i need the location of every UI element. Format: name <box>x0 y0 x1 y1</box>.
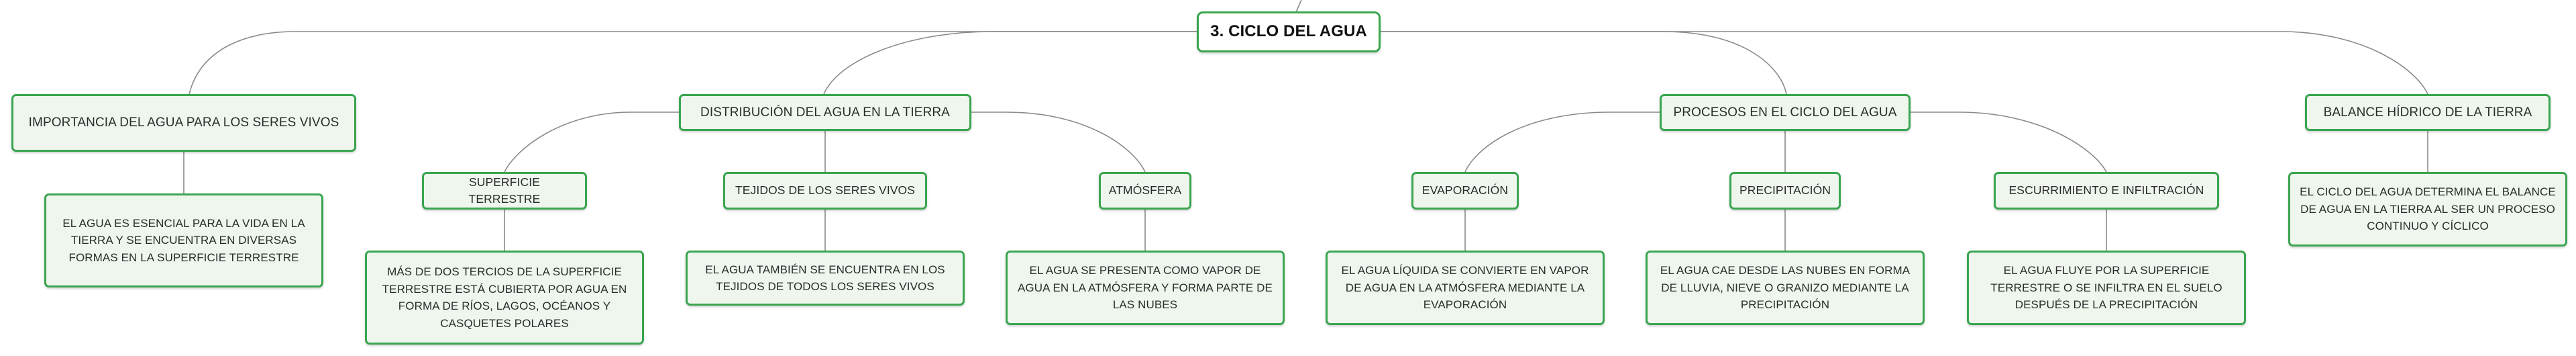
subtopic-evaporacion[interactable]: EVAPORACIÓN <box>1411 172 1519 210</box>
desc-evaporacion[interactable]: EL AGUA LÍQUIDA SE CONVIERTE EN VAPOR DE… <box>1326 251 1605 325</box>
subtopic-tejidos-seres-vivos[interactable]: TEJIDOS DE LOS SERES VIVOS <box>723 172 927 210</box>
subtopic-superficie-terrestre[interactable]: SUPERFICIE TERRESTRE <box>422 172 587 210</box>
connector-root-balance <box>1381 31 2428 95</box>
topic-importancia-agua[interactable]: IMPORTANCIA DEL AGUA PARA LOS SERES VIVO… <box>11 94 356 152</box>
root-topic[interactable]: 3. CICLO DEL AGUA <box>1197 11 1381 52</box>
connector-top-stub <box>1295 0 1302 13</box>
desc-escurrimiento-infiltracion[interactable]: EL AGUA FLUYE POR LA SUPERFICIE TERRESTR… <box>1967 251 2246 325</box>
desc-importancia-agua[interactable]: EL AGUA ES ESENCIAL PARA LA VIDA EN LA T… <box>44 193 323 287</box>
connector-root-importancia <box>189 31 1197 95</box>
connector-root-distribucion <box>823 31 1197 95</box>
connector-procesos-evaporacion <box>1464 112 1660 173</box>
subtopic-precipitacion[interactable]: PRECIPITACIÓN <box>1729 172 1841 210</box>
desc-precipitacion[interactable]: EL AGUA CAE DESDE LAS NUBES EN FORMA DE … <box>1646 251 1925 325</box>
topic-distribucion-agua[interactable]: DISTRIBUCIÓN DEL AGUA EN LA TIERRA <box>679 94 971 131</box>
topic-balance-hidrico[interactable]: BALANCE HÍDRICO DE LA TIERRA <box>2305 94 2551 131</box>
connector-root-procesos <box>1381 31 1787 95</box>
desc-tejidos-seres-vivos[interactable]: EL AGUA TAMBIÉN SE ENCUENTRA EN LOS TEJI… <box>686 251 965 306</box>
connector-procesos-escurrimiento <box>1911 112 2107 173</box>
subtopic-escurrimiento-infiltracion[interactable]: ESCURRIMIENTO E INFILTRACIÓN <box>1994 172 2219 210</box>
connector-distribucion-atmosfera <box>971 112 1146 173</box>
connector-distribucion-superficie <box>504 112 679 173</box>
topic-procesos-ciclo[interactable]: PROCESOS EN EL CICLO DEL AGUA <box>1660 94 1911 131</box>
subtopic-atmosfera[interactable]: ATMÓSFERA <box>1099 172 1191 210</box>
desc-balance-hidrico[interactable]: EL CICLO DEL AGUA DETERMINA EL BALANCE D… <box>2288 172 2567 247</box>
desc-atmosfera[interactable]: EL AGUA SE PRESENTA COMO VAPOR DE AGUA E… <box>1006 251 1285 325</box>
desc-superficie-terrestre[interactable]: MÁS DE DOS TERCIOS DE LA SUPERFICIE TERR… <box>365 251 644 345</box>
